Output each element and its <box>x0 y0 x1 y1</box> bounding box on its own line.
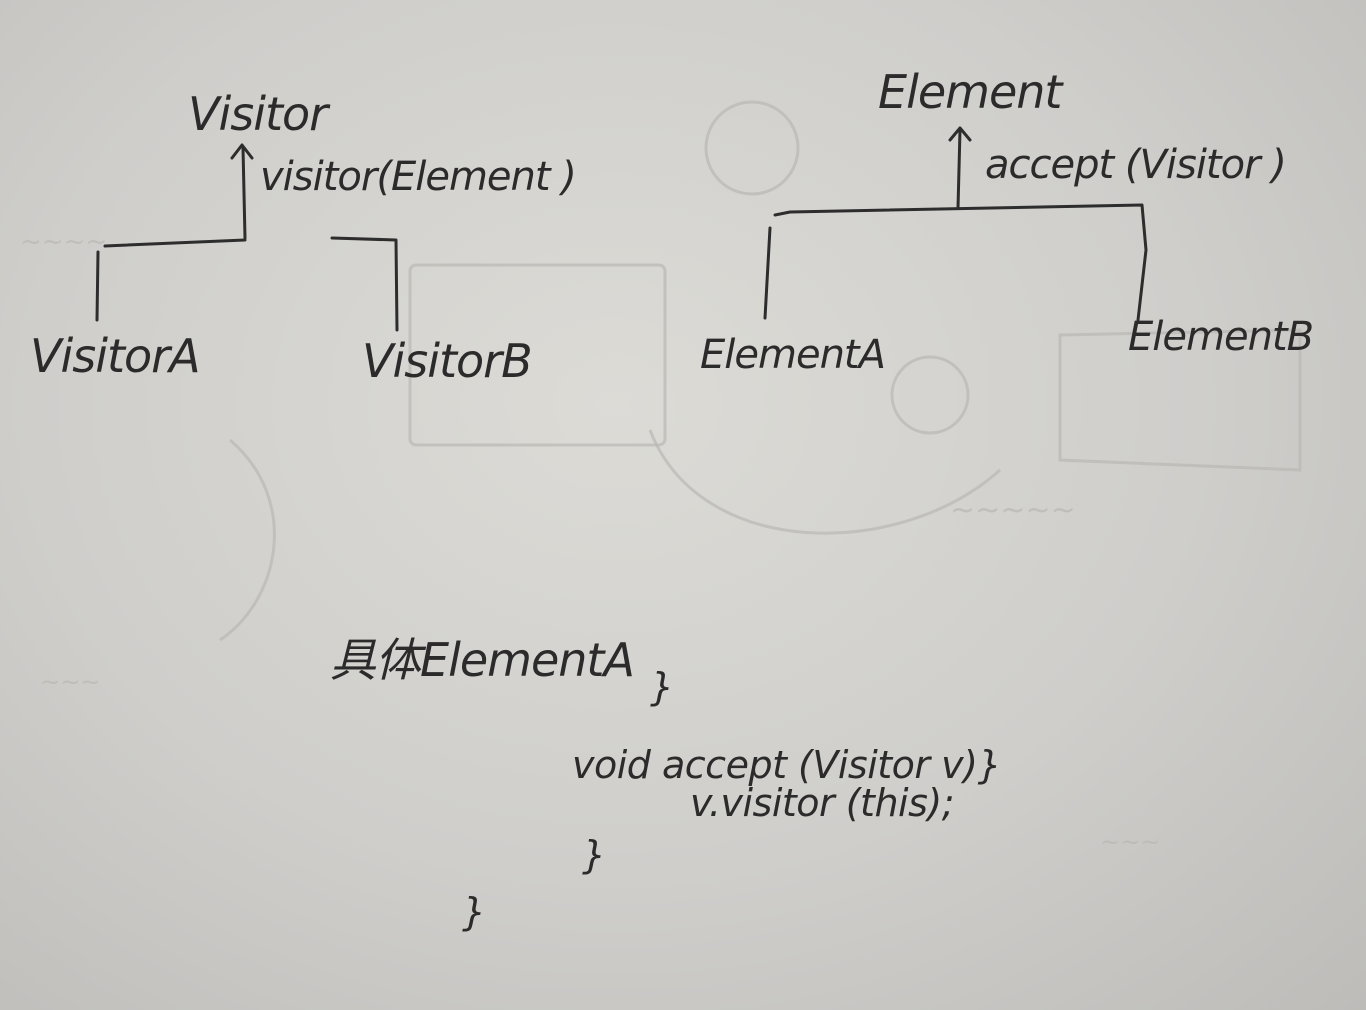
ghost-scribble-3: ~~~ <box>1100 828 1160 856</box>
visitor-hierarchy: Visitor visitor(Element ) VisitorA Visit… <box>30 87 577 388</box>
element-root-label: Element <box>878 65 1064 119</box>
ghost-scribble: ~~~~ <box>20 227 107 257</box>
ghost-circle-2 <box>704 100 800 196</box>
visitor-b-label: VisitorB <box>362 334 532 388</box>
visitor-method-label: visitor(Element ) <box>260 154 576 200</box>
visitor-a-label: VisitorA <box>30 329 200 383</box>
code-close-outer: } <box>462 890 486 934</box>
visitor-left-drop <box>95 250 100 322</box>
ghost-circle <box>890 355 970 435</box>
element-method-label: accept (Visitor ) <box>985 142 1286 188</box>
ghost-scribble-2: ~~~~~ <box>950 493 1076 528</box>
element-left-drop <box>763 226 772 320</box>
code-close-inner: } <box>582 833 606 877</box>
visitor-root-label: Visitor <box>188 87 331 141</box>
code-header: 具体ElementA <box>330 633 634 687</box>
element-hierarchy: Element accept (Visitor ) ElementA Eleme… <box>700 65 1314 378</box>
element-branch-line <box>773 203 1148 322</box>
visitor-trunk-line <box>241 146 247 240</box>
element-b-label: ElementB <box>1128 314 1313 360</box>
ghost-curve <box>648 429 1002 535</box>
code-line-visit: v.visitor (this); <box>690 781 954 825</box>
visitor-branch-line <box>103 236 399 332</box>
ghost-curve-2 <box>219 438 276 642</box>
ghost-box <box>408 263 667 447</box>
code-open-brace: } <box>650 665 674 709</box>
element-a-label: ElementA <box>700 332 885 378</box>
inheritance-arrow-element <box>948 126 972 142</box>
element-trunk-line <box>956 128 962 210</box>
code-line-accept: void accept (Visitor v)} <box>572 743 1001 787</box>
code-snippet: 具体ElementA } void accept (Visitor v)} v.… <box>330 633 1002 934</box>
ghost-box-2 <box>1058 328 1302 472</box>
inheritance-arrow-visitor <box>230 143 254 160</box>
ghost-scribble-4: ~~~ <box>40 668 100 696</box>
